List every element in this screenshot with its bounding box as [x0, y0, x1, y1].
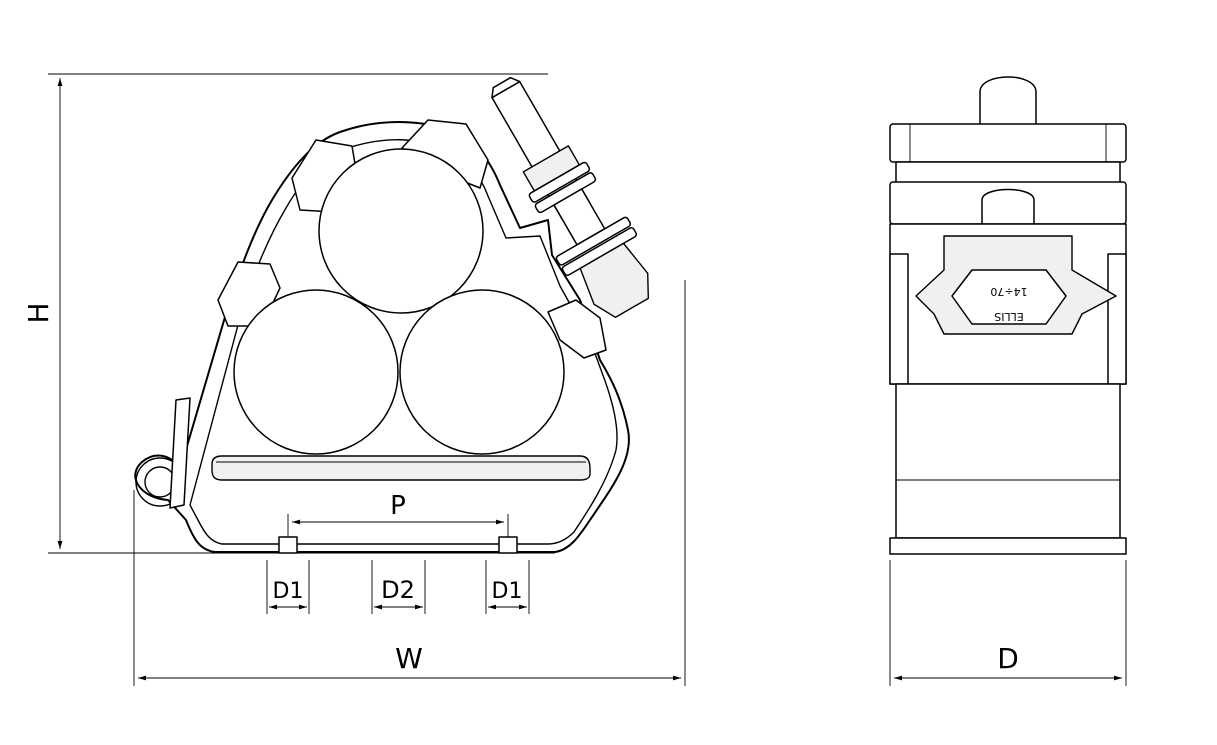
p-label: P	[390, 491, 406, 521]
front-dimensions: H W P D1 D2 D1	[22, 73, 686, 686]
w-label: W	[395, 642, 423, 675]
side-mid-notch-l	[889, 253, 909, 385]
side-lower-body	[895, 383, 1121, 539]
shear-head	[579, 242, 650, 319]
side-mid-notch-r	[1107, 253, 1127, 385]
conductor-right	[399, 289, 565, 455]
side-base	[889, 537, 1127, 555]
nut-marking-line2: ELLIS	[994, 310, 1023, 323]
d2-label: D2	[381, 576, 415, 604]
front-view	[134, 76, 650, 554]
clamp-plate-1	[555, 216, 632, 266]
conductor-left	[233, 289, 399, 455]
side-view: 14÷70 ELLIS	[889, 76, 1127, 555]
nut-washer-1	[528, 161, 591, 203]
d1-right-label: D1	[492, 579, 523, 604]
bolt-assembly	[491, 76, 650, 319]
bottom-pad	[211, 455, 591, 481]
left-blade-plate	[169, 397, 191, 509]
tooth-left	[278, 536, 298, 554]
side-bolt-stub	[979, 76, 1037, 129]
clamp-inner-contour	[189, 139, 618, 545]
d-label: D	[997, 642, 1019, 675]
tooth-right	[498, 536, 518, 554]
bolt-tip	[491, 76, 521, 99]
conductor-top	[318, 148, 484, 314]
h-label: H	[22, 302, 55, 323]
side-bolt-shank-2	[981, 188, 1035, 225]
nut-marking-line1: 14÷70	[990, 285, 1027, 298]
side-dimensions: D	[889, 560, 1127, 686]
side-top-flange	[889, 123, 1127, 163]
d1-left-label: D1	[273, 579, 304, 604]
right-lug	[547, 299, 607, 359]
side-hex-nut	[951, 269, 1067, 325]
